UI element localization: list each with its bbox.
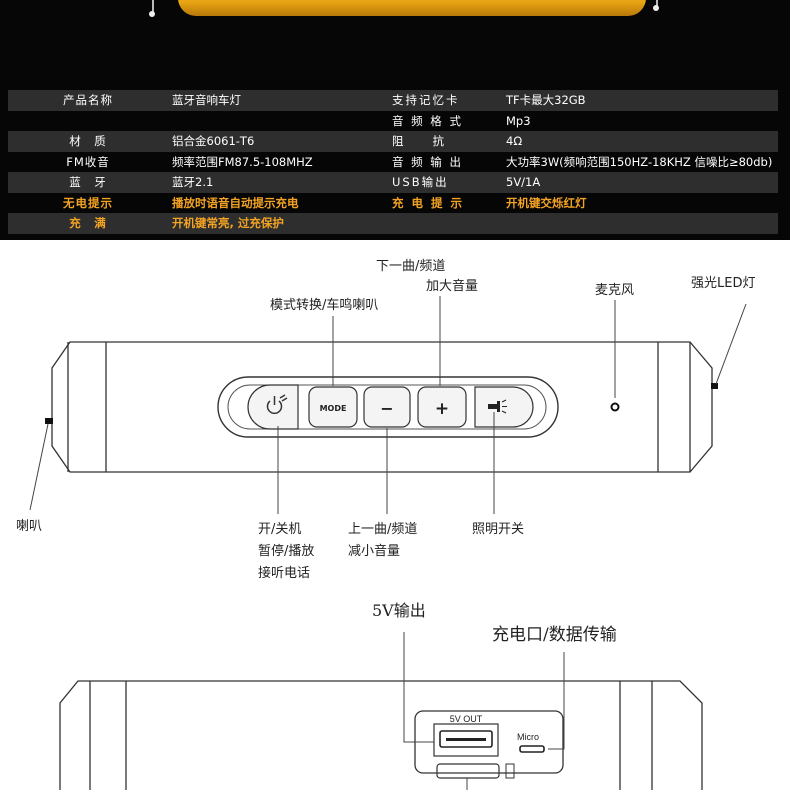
usb-port-frame — [433, 723, 499, 757]
tf-slot[interactable] — [436, 763, 500, 779]
pin-left-dot — [149, 11, 155, 17]
label-charge-port: 充电口/数据传输 — [492, 625, 617, 645]
spec-key: 材 质 — [8, 131, 168, 152]
spec-key: USB输出 — [390, 172, 502, 193]
label-5v-out: 5V输出 — [372, 601, 426, 620]
spec-key: 产品名称 — [8, 90, 168, 111]
label-vol-up: 加大音量 — [426, 279, 479, 294]
spec-value: 开机键常亮, 过充保护 — [168, 213, 390, 234]
spec-key — [390, 213, 502, 234]
port-out-label: 5V OUT — [450, 714, 483, 724]
mic-hole — [610, 402, 620, 412]
power-icon — [266, 394, 288, 415]
spec-value: 铝合金6061-T6 — [168, 131, 390, 152]
port-micro-label: Micro — [517, 732, 539, 742]
spec-key: 无电提示 — [8, 192, 168, 213]
spec-key: 充 电 提 示 — [390, 192, 502, 213]
usb-port[interactable] — [439, 730, 493, 748]
spec-key: 蓝 牙 — [8, 172, 168, 193]
spec-value: 蓝牙2.1 — [168, 172, 390, 193]
spec-value: 频率范围FM87.5-108MHZ — [168, 151, 390, 172]
minus-button[interactable] — [363, 386, 411, 428]
pin-left — [152, 0, 154, 12]
flashlight-icon — [488, 399, 507, 414]
spec-key: 阻 抗 — [390, 131, 502, 152]
plus-button-label: + — [435, 399, 449, 419]
label-speaker: 喇叭 — [16, 519, 43, 534]
label-mode-switch: 模式转换/车鸣喇叭 — [270, 298, 379, 313]
label-next-track: 下一曲/频道 — [376, 259, 446, 274]
reset-hole — [505, 763, 515, 779]
label-light-switch: 照明开关 — [472, 522, 525, 537]
spec-key: 支持记忆卡 — [390, 90, 502, 111]
spec-key: FM收音 — [8, 151, 168, 172]
label-led: 强光LED灯 — [691, 276, 756, 291]
micro-usb-port[interactable] — [519, 745, 545, 753]
mode-button-label: MODE — [320, 404, 347, 413]
spec-value: TF卡最大32GB — [502, 90, 778, 111]
minus-button-label: − — [380, 399, 393, 418]
device-body-2 — [59, 680, 703, 790]
label-prev-track: 上一曲/频道 — [348, 522, 418, 537]
label-power-1: 开/关机 — [258, 522, 302, 537]
speaker-dot — [45, 418, 53, 424]
spec-row: 无电提示播放时语音自动提示充电充 电 提 示开机键交烁红灯 — [8, 192, 778, 213]
led-dot — [711, 383, 718, 389]
label-power-3: 接听电话 — [258, 566, 311, 581]
spec-value: Mp3 — [502, 110, 778, 131]
device-body-1 — [51, 341, 713, 473]
button-panel — [217, 376, 559, 438]
pin-right — [656, 0, 658, 6]
plus-button[interactable] — [417, 386, 467, 428]
spec-value: 大功率3W(频响范围150HZ-18KHZ 信噪比≥80db) — [502, 151, 778, 172]
mode-button[interactable] — [308, 386, 358, 428]
spec-row: 充 满开机键常亮, 过充保护 — [8, 213, 778, 234]
spec-key: 音 频 格 式 — [390, 110, 502, 131]
spec-value: 播放时语音自动提示充电 — [168, 192, 390, 213]
spec-value: 开机键交烁红灯 — [502, 192, 778, 213]
spec-value — [168, 110, 390, 131]
product-light-bar — [178, 0, 646, 16]
leader-lines-2 — [403, 632, 565, 790]
spec-key: 充 满 — [8, 213, 168, 234]
pin-right-dot — [653, 5, 659, 11]
spec-key: 音 频 输 出 — [390, 151, 502, 172]
spec-key — [8, 110, 168, 131]
spec-value — [502, 213, 778, 234]
spec-value: 5V/1A — [502, 172, 778, 193]
label-power-2: 暂停/播放 — [258, 544, 315, 559]
label-vol-down: 减小音量 — [348, 544, 401, 559]
spec-value: 蓝牙音响车灯 — [168, 90, 390, 111]
power-button[interactable] — [247, 384, 299, 430]
spec-value: 4Ω — [502, 131, 778, 152]
label-mic: 麦克风 — [595, 283, 635, 298]
leader-lines — [29, 296, 747, 514]
